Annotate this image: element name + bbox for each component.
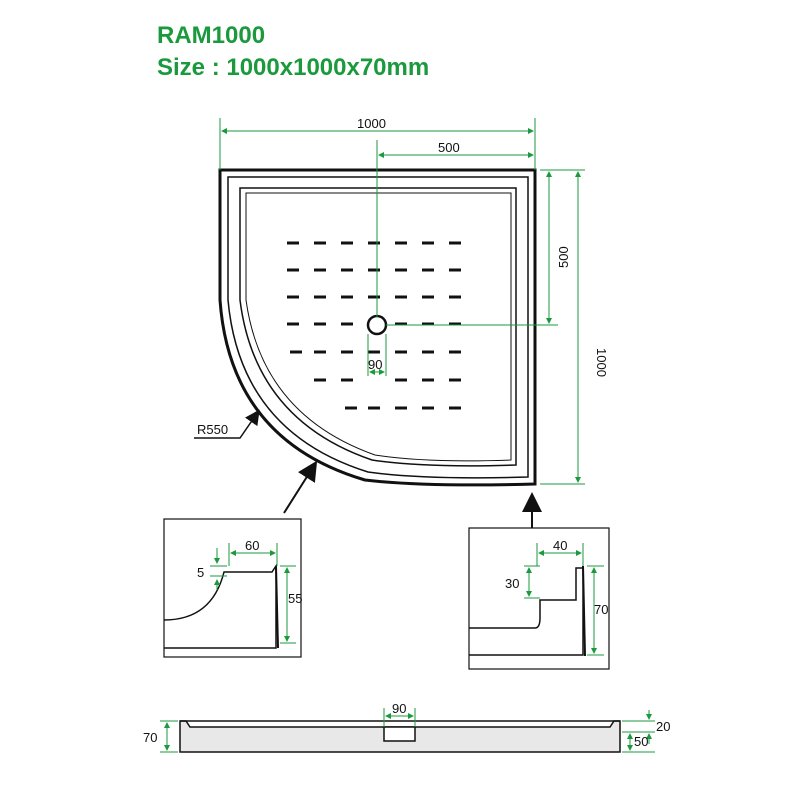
radius-leader [194,409,260,439]
half-height-label: 500 [556,246,571,268]
side-height-label: 70 [143,730,157,745]
side-drain-icon [383,726,416,742]
height-label: 1000 [594,348,609,377]
detail-right-height-label: 70 [594,602,608,617]
drain-diameter-label: 90 [368,357,382,372]
model-title: RAM1000 [157,22,266,49]
detail-right: 40 30 70 [468,527,610,670]
drain-icon [366,314,388,336]
anti-slip-pattern [287,241,461,410]
half-width-label: 500 [438,140,460,155]
plan-dimensions [219,118,585,485]
detail-left-height-label: 55 [288,591,302,606]
side-drain-label: 90 [392,701,406,716]
side-top-label: 20 [656,719,670,734]
width-label: 1000 [357,116,386,131]
detail-right-width-label: 40 [553,538,567,553]
size-title: Size : 1000x1000x70mm [157,54,430,81]
detail-left-lip-label: 5 [197,565,204,580]
tray-basin [245,192,512,462]
plan-view: 1000 500 1000 500 90 R550 [194,116,609,528]
tray-outline [218,168,537,487]
detail-left: 60 5 55 [163,518,302,658]
radius-label: R550 [197,422,228,437]
side-base-label: 50 [634,734,648,749]
detail-right-step-label: 30 [505,576,519,591]
side-view: 90 70 20 50 [143,701,670,753]
detail-left-arrow [283,460,318,514]
detail-left-width-label: 60 [245,538,259,553]
tray-inner-rim [239,187,517,467]
tray-rim [227,176,529,479]
